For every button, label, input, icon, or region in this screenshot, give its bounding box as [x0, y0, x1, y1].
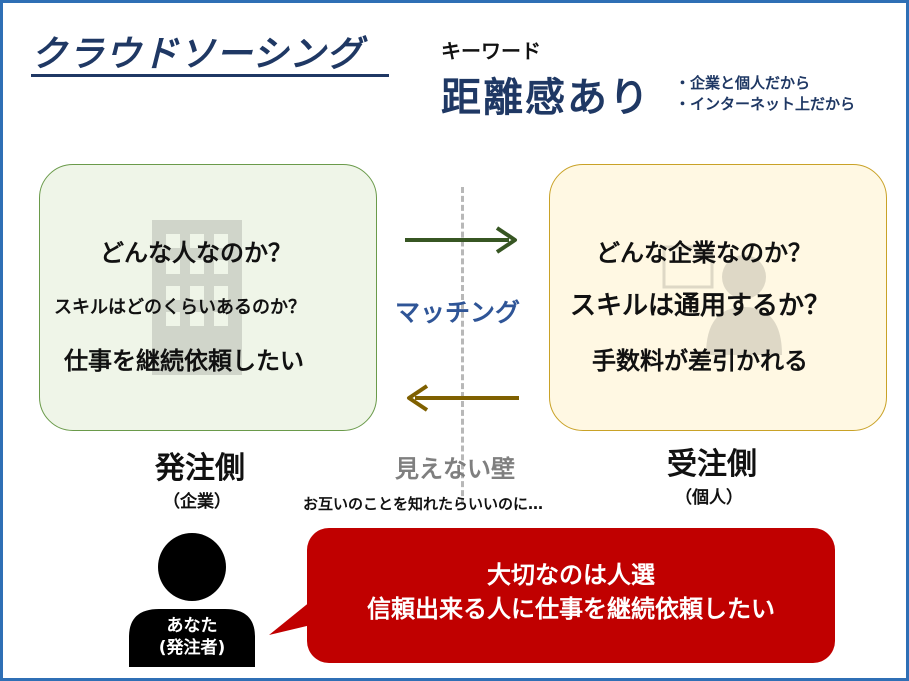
speech-bubble-tail — [269, 601, 311, 635]
you-label-line-2: (発注者) — [158, 638, 226, 658]
arrow-left-icon — [407, 384, 519, 412]
arrow-right-icon — [405, 226, 517, 254]
title-underline — [31, 74, 389, 77]
client-question-2: スキルはどのくらいあるのか？ — [54, 297, 306, 318]
invisible-wall-line — [461, 187, 464, 505]
you-label: あなた (発注者) — [129, 615, 255, 659]
speech-bubble-text: 大切なのは人選 信頼出来る人に仕事を継続依頼したい — [307, 558, 835, 626]
keyword-label: キーワード — [441, 39, 541, 63]
speech-bubble-line-1: 大切なのは人選 — [487, 561, 655, 589]
client-side-sub: （企業） — [163, 492, 231, 512]
worker-side-sub: （個人） — [675, 488, 743, 508]
client-question-1: どんな人なのか？ — [100, 239, 292, 267]
client-side-title: 発注側 — [155, 451, 245, 486]
keyword-note-1: ・企業と個人だから — [675, 74, 811, 92]
keyword-notes: ・企業と個人だから ・インターネット上だから — [675, 73, 855, 115]
slide-title: クラウドソーシング — [31, 34, 364, 75]
keyword-note-2: ・インターネット上だから — [675, 95, 856, 113]
speech-bubble — [307, 528, 835, 663]
wish-text: お互いのことを知れたらいいのに… — [303, 495, 544, 513]
worker-question-2: スキルは通用するか？ — [570, 291, 831, 321]
invisible-wall-label: 見えない壁 — [395, 455, 515, 483]
worker-question-3: 手数料が差引かれる — [592, 347, 808, 375]
client-question-3: 仕事を継続依頼したい — [64, 347, 304, 375]
speech-bubble-line-2: 信頼出来る人に仕事を継続依頼したい — [367, 595, 775, 623]
worker-question-1: どんな企業なのか？ — [596, 239, 812, 267]
building-icon — [152, 220, 242, 375]
matching-label: マッチング — [395, 298, 521, 327]
worker-concerns-box: どんな企業なのか？ スキルは通用するか？ 手数料が差引かれる — [549, 164, 887, 431]
client-concerns-box: どんな人なのか？ スキルはどのくらいあるのか？ 仕事を継続依頼したい — [39, 164, 377, 431]
worker-side-title: 受注側 — [667, 447, 757, 482]
you-label-line-1: あなた — [166, 616, 218, 636]
keyword-main: 距離感あり — [441, 75, 651, 121]
person-icon — [129, 533, 255, 667]
person-icon — [662, 245, 782, 355]
